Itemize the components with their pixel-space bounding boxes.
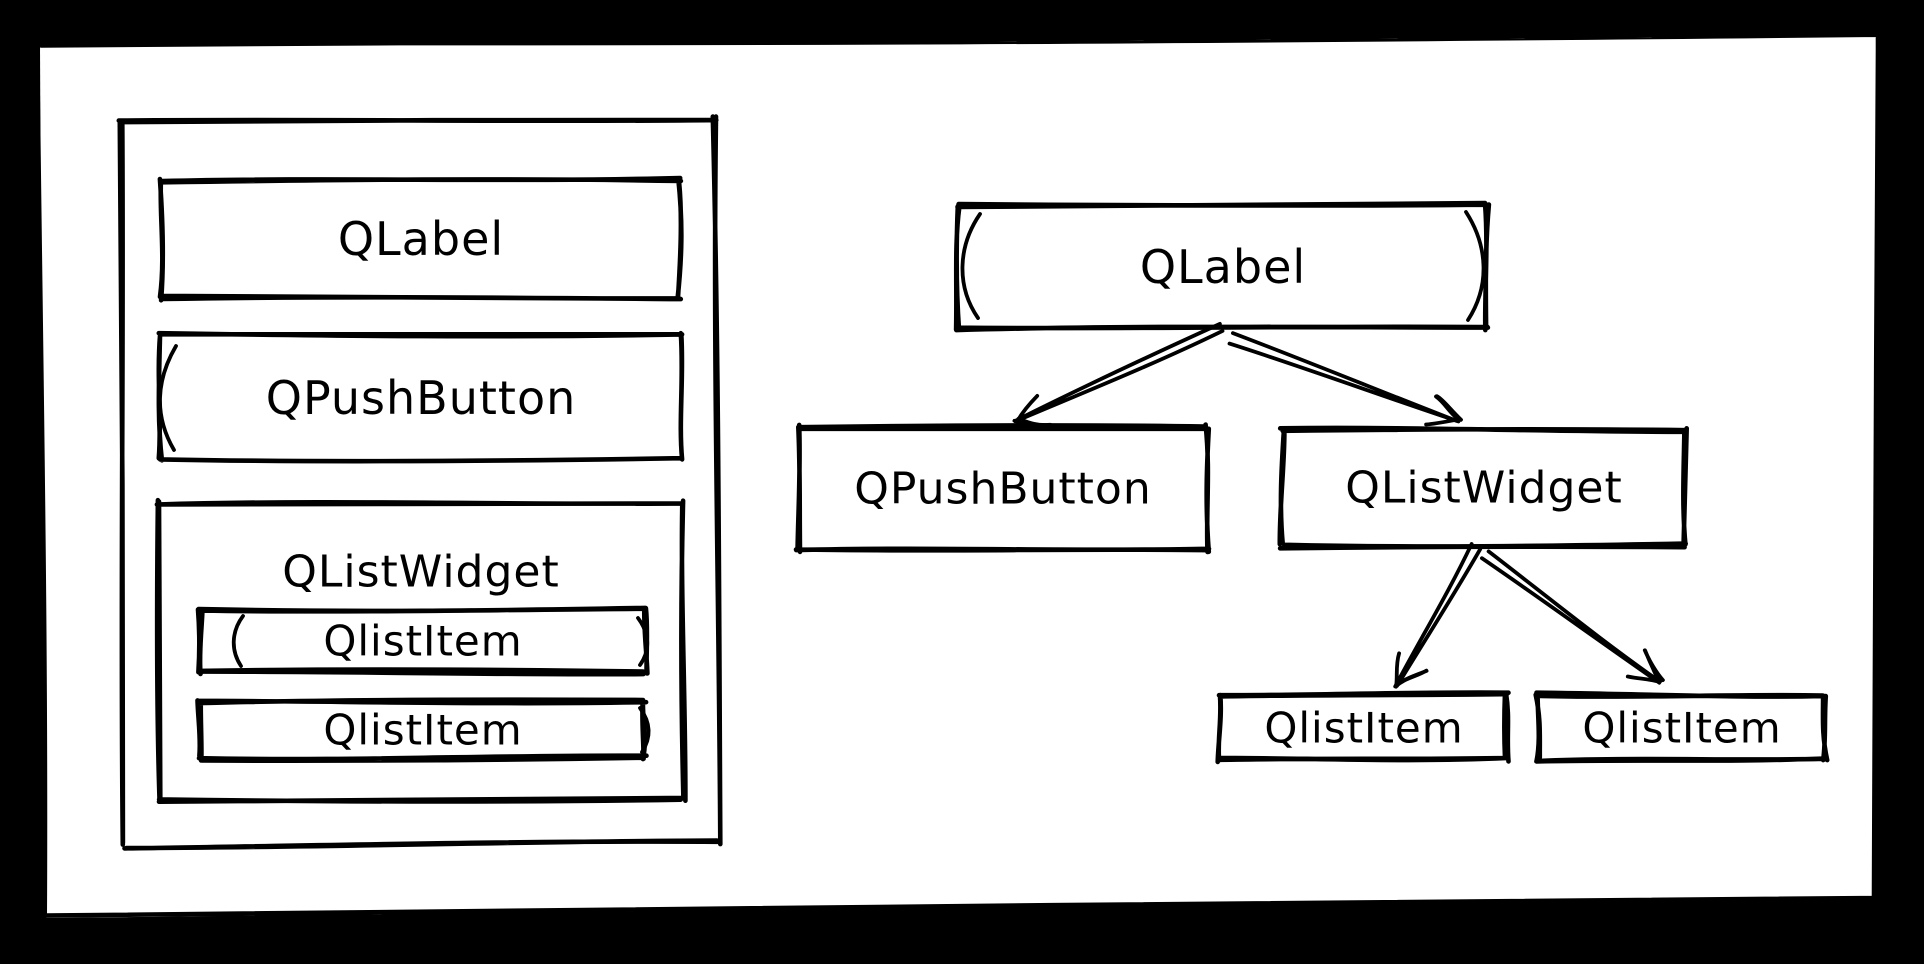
tree-qlistitem1-box-fill (1223, 698, 1504, 757)
tree-qlistitem2-box-border (1533, 690, 1830, 764)
mockup-qpushbutton-box: QPushButton (156, 330, 685, 464)
mockup-qlistitem1-left-endcap (231, 614, 245, 668)
tree-qlistitem1-label: QlistItem (1264, 704, 1463, 753)
mockup-qlistitem1-right-endcap (636, 616, 650, 667)
page-border (34, 30, 1881, 924)
tree-qpushbutton-box: QPushButton (793, 422, 1212, 555)
mockup-qlabel-box-border (157, 175, 684, 303)
mockup-qlistitem2-label: QlistItem (323, 706, 522, 755)
mockup-qpushbutton-left-endcap (158, 344, 178, 452)
mockup-qlistwidget-box-border (154, 497, 688, 804)
mockup-window-frame (116, 114, 723, 851)
mockup-qlistitem2-box-fill (203, 705, 642, 755)
arrow-qlistwidget-to-qlistitem1 (1393, 542, 1483, 689)
mockup-qlabel-box-fill (165, 183, 677, 295)
tree-qlistitem2-box-fill (1541, 698, 1822, 757)
tree-qlistitem2-label: QlistItem (1582, 704, 1781, 753)
tree-qlistwidget-label: QListWidget (1345, 463, 1623, 514)
tree-qlistwidget-box: QListWidget (1277, 425, 1689, 551)
tree-qpushbutton-box-border (793, 422, 1212, 555)
arrow-qlabel-to-qlistwidget (1227, 331, 1463, 427)
tree-qlabel-box-fill (961, 208, 1484, 325)
tree-qlabel-left-endcap (960, 212, 982, 320)
mockup-qpushbutton-label: QPushButton (266, 371, 577, 425)
tree-qlabel-label: QLabel (1140, 240, 1306, 294)
mockup-qlistitem1-label: QlistItem (323, 617, 522, 666)
tree-qlistitem1-box-border (1215, 690, 1511, 765)
mockup-qlabel-label: QLabel (338, 212, 504, 266)
tree-qpushbutton-label: QPushButton (854, 464, 1151, 515)
tree-qlistwidget-box-border (1277, 425, 1689, 551)
tree-qlabel-right-endcap (1464, 210, 1486, 322)
tree-qlabel-box: QLabel (953, 200, 1492, 333)
tree-qlistwidget-box-fill (1285, 433, 1682, 543)
tree-qlistitem2-box: QlistItem (1533, 690, 1830, 764)
tree-qlabel-box-border (953, 200, 1492, 333)
tree-qpushbutton-box-fill (801, 430, 1204, 547)
mockup-qlabel-box: QLabel (157, 175, 684, 303)
mockup-qpushbutton-box-fill (163, 338, 679, 457)
mockup-qlistitem2-box-border (195, 697, 649, 763)
mockup-qlistitem2-box: QlistItem (195, 697, 649, 763)
arrow-qlistwidget-to-qlistitem2 (1480, 549, 1665, 685)
mockup-qlistitem1-box: QlistItem (195, 605, 650, 677)
tree-qlistitem1-box: QlistItem (1215, 690, 1511, 765)
arrow-qlabel-to-qpushbutton (1012, 322, 1225, 428)
mockup-qlistitem2-right-endcap (638, 706, 651, 754)
mockup-qlistwidget-label: QListWidget (282, 547, 560, 598)
mockup-qlistitem1-box-fill (203, 613, 642, 669)
